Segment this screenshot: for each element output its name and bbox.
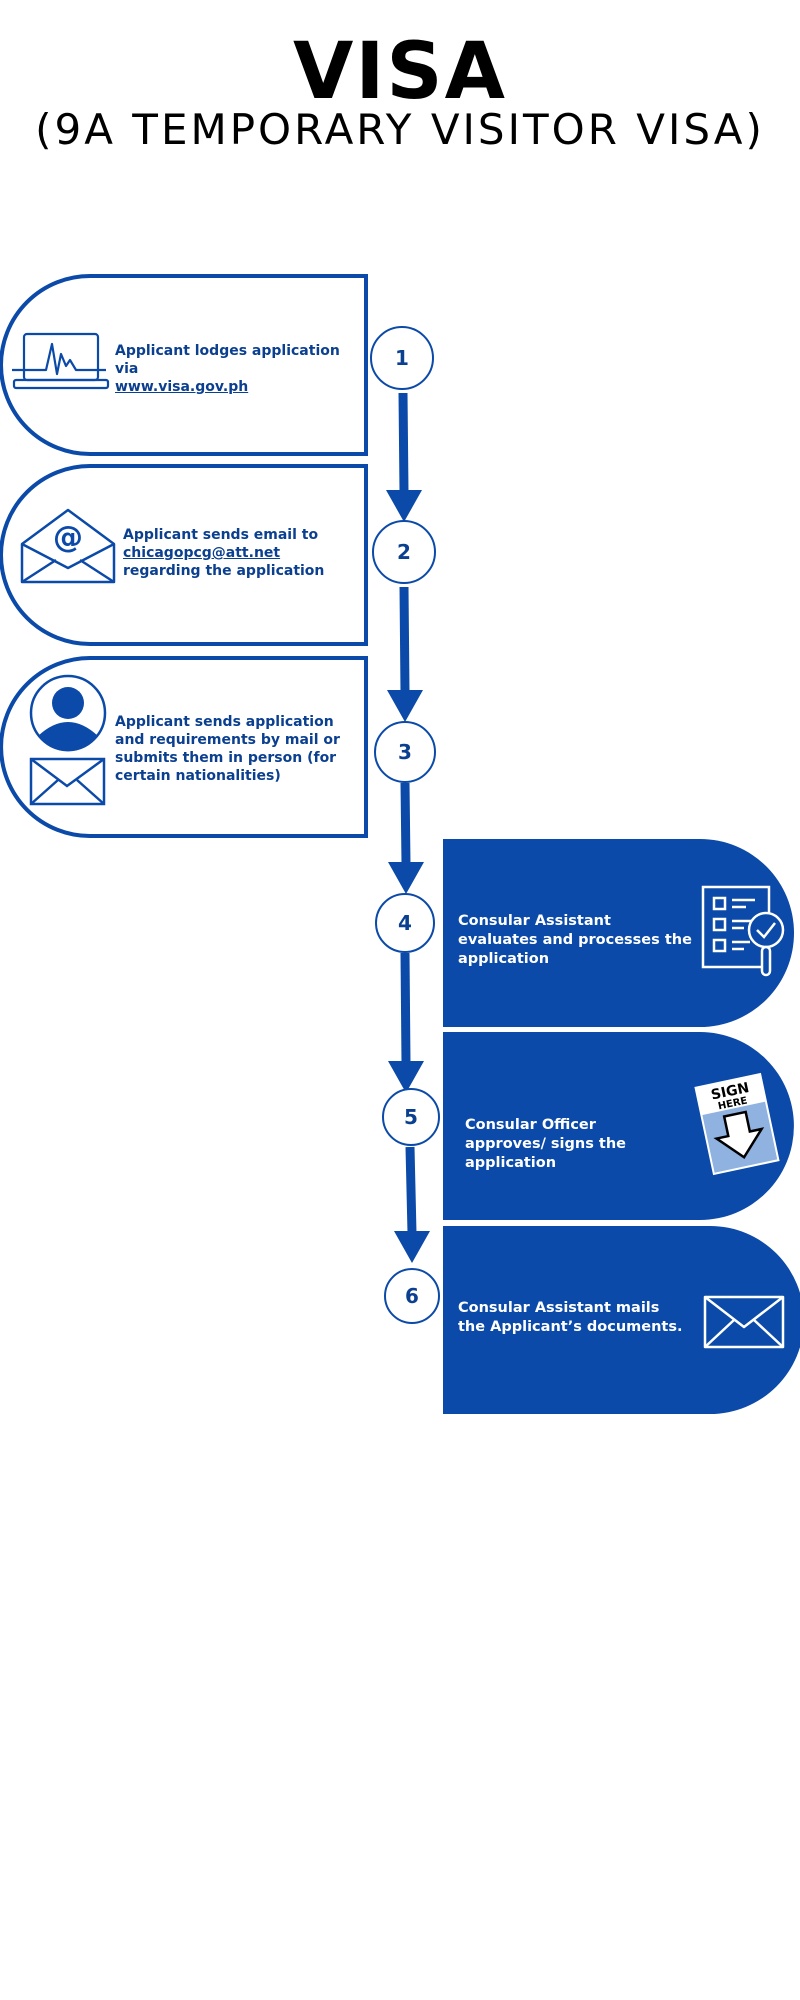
step-3-number: 3 [398, 740, 412, 764]
step-2-card [0, 464, 368, 646]
step-1-card [0, 274, 368, 456]
sign-here-line-1: SIGN [710, 1080, 751, 1104]
step-4-circle [375, 893, 435, 953]
step-6-text: Consular Assistant mails the Applicant’s… [458, 1300, 683, 1335]
connector-arrow-5-6 [405, 1146, 417, 1234]
step-4-number: 4 [398, 911, 412, 935]
connector-arrow-1-2 [398, 392, 409, 493]
checklist-magnifier-icon [701, 885, 785, 977]
svg-text:@: @ [53, 520, 83, 555]
step-5-number: 5 [404, 1105, 418, 1129]
step-2-text-lead: Applicant sends email to [123, 527, 319, 543]
connector-arrow-4-5 [400, 952, 411, 1064]
laptop-pulse-icon [12, 332, 110, 390]
step-3-text: Applicant sends application and requirem… [115, 714, 340, 784]
visa-website-link[interactable]: www.visa.gov.ph [115, 379, 249, 395]
step-6-number: 6 [405, 1284, 419, 1308]
sign-here-icon: SIGN HERE [694, 1072, 780, 1176]
step-1-text: Applicant lodges application via www.vis… [115, 342, 355, 396]
envelope-icon [703, 1295, 785, 1349]
step-6-circle [384, 1268, 440, 1324]
step-5-card [443, 1032, 794, 1220]
step-2-number: 2 [397, 540, 411, 564]
step-2-text: Applicant sends email to chicagopcg@att.… [123, 526, 357, 580]
step-4-text: Consular Assistant evaluates and process… [458, 913, 692, 967]
step-5-circle [382, 1088, 440, 1146]
step-1-text-lead: Applicant lodges application via [115, 343, 340, 377]
connector-arrow-2-3 [399, 586, 410, 693]
step-1-circle [370, 326, 434, 390]
step-6-card [443, 1226, 800, 1414]
page-subtitle: (9A TEMPORARY VISITOR VISA) [35, 105, 765, 154]
email-envelope-icon: @ [20, 508, 116, 584]
page-title: VISA [293, 27, 507, 117]
step-2-text-tail: regarding the application [123, 563, 325, 579]
connector-arrow-3-4 [400, 782, 411, 865]
step-3-circle [374, 721, 436, 783]
step-5-text: Consular Officer approves/ signs the app… [465, 1117, 626, 1171]
person-mail-icon [29, 674, 107, 806]
step-2-circle [372, 520, 436, 584]
consulate-email-link[interactable]: chicagopcg@att.net [123, 545, 281, 561]
step-1-number: 1 [395, 346, 409, 370]
